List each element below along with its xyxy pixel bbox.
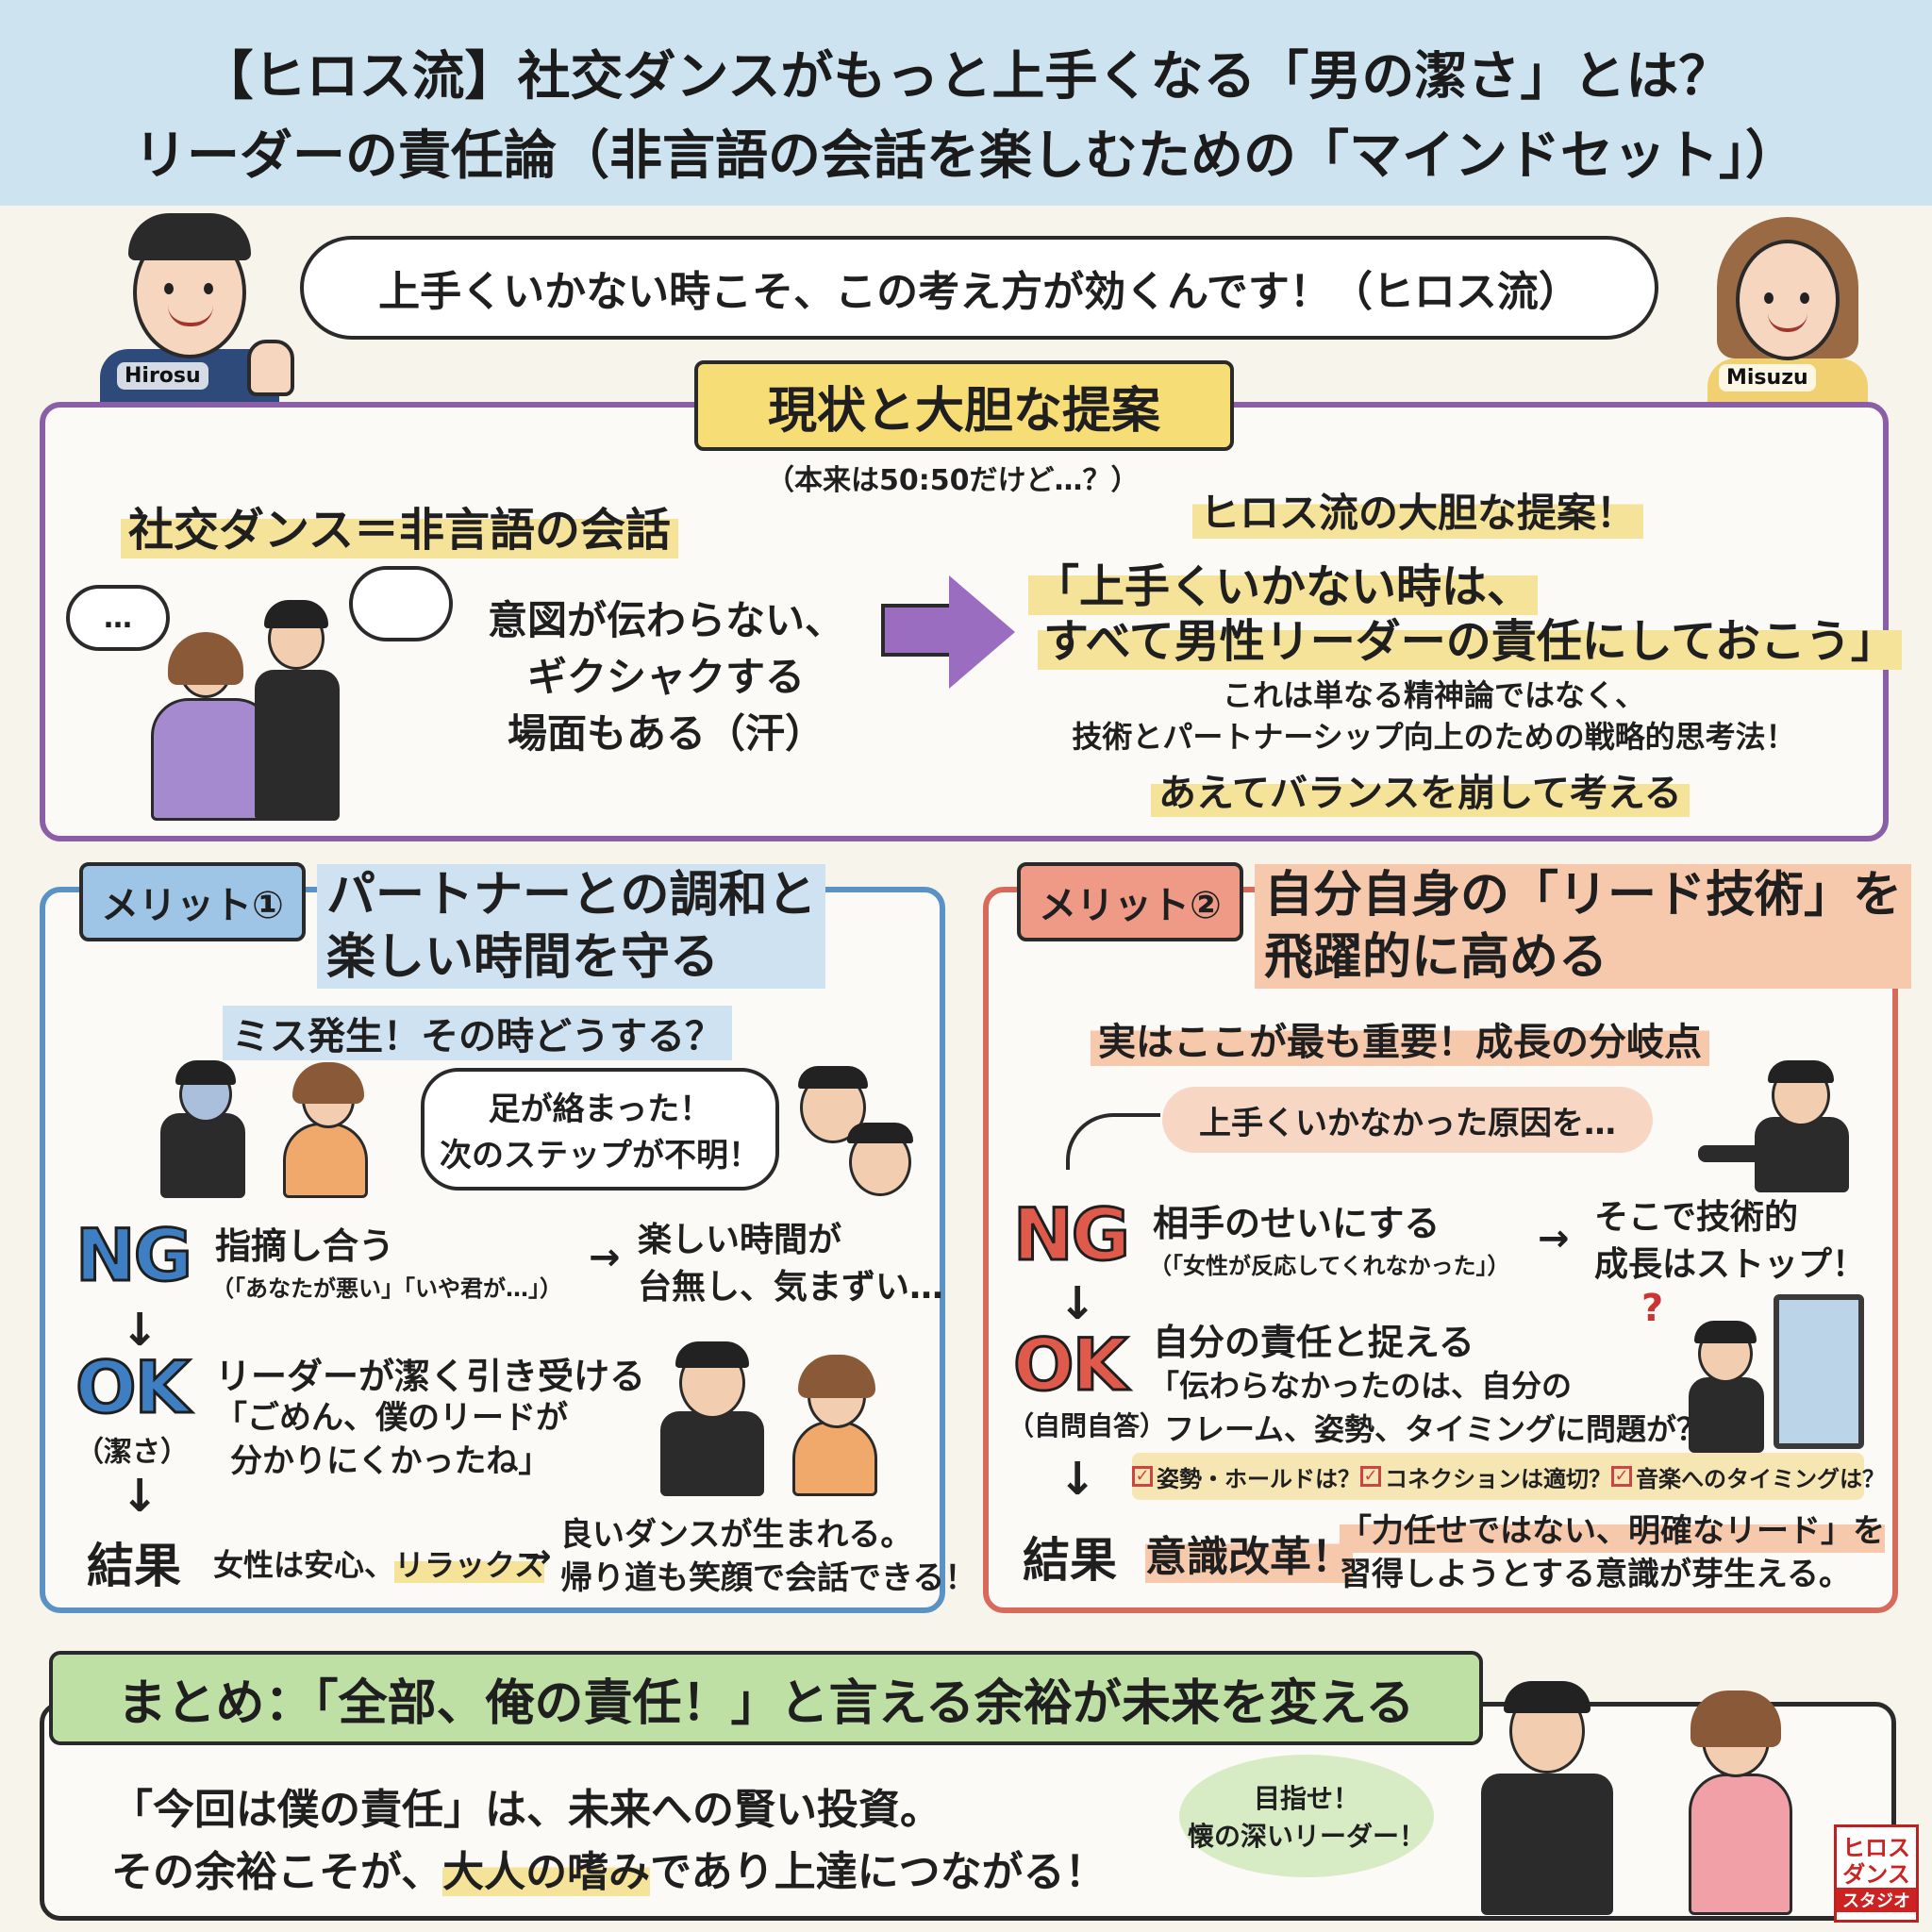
merit2-ng-title: 相手のせいにする xyxy=(1153,1203,1441,1244)
merit1-ng-result: 楽しい時間が 台無し、気まずい… xyxy=(638,1221,944,1307)
merit1-ng-title: 指摘し合う xyxy=(215,1225,395,1267)
check-item-connection: ✓コネクションは適切？ xyxy=(1360,1460,1611,1493)
merit2-ng-quote: （「女性が反応してくれなかった」） xyxy=(1149,1253,1510,1279)
merit2-result-text: 「力任せではない、明確なリード」を 習得しようとする意識が芽生える。 xyxy=(1340,1509,1885,1596)
right-heading: ヒロス流の大胆な提案！ xyxy=(1192,481,1644,539)
apologizing-couple-illustration xyxy=(651,1336,906,1496)
merit1-result-pre: 女性は安心、リラックス xyxy=(213,1547,545,1583)
merit2-ok-sub: （自問自答） xyxy=(1008,1410,1167,1441)
merit1-ok-sub: （潔さ） xyxy=(75,1436,189,1469)
studio-logo: ヒロス ダンス スタジオ xyxy=(1834,1824,1919,1923)
pointing-man-illustration xyxy=(1698,1060,1868,1192)
merit1-question: ミス発生！その時どうする？ xyxy=(223,1006,732,1060)
thought-bubble-dots: … xyxy=(66,585,170,651)
question-mark-icon: ? xyxy=(1641,1287,1664,1330)
panel-label-current-proposal: 現状と大胆な提案 xyxy=(694,360,1234,451)
merit1-result-text: 良いダンスが生まれる。 帰り道も笑顔で会話できる！ xyxy=(560,1516,977,1597)
checkbox-icon: ✓ xyxy=(1132,1466,1153,1487)
merit2-down-arrow-1: ↓ xyxy=(1058,1277,1097,1330)
merit1-tag: メリット① xyxy=(79,862,306,941)
speech-text: 上手くいかない時こそ、この考え方が効くんです！（ヒロス流） xyxy=(378,268,1580,316)
merit2-checklist: ✓姿勢・ホールドは？ ✓コネクションは適切？ ✓音楽へのタイミングは？ xyxy=(1132,1453,1885,1500)
merit2-down-arrow-2: ↓ xyxy=(1058,1453,1097,1506)
merit1-ok-label: OK xyxy=(75,1344,192,1431)
thought-bubble-confused xyxy=(349,566,453,641)
thinking-man-illustration xyxy=(1679,1321,1774,1453)
explain-line2: 技術とパートナーシップ向上のための戦略的思考法！ xyxy=(1072,719,1796,755)
mirror-icon xyxy=(1774,1294,1864,1449)
merit2-title: 自分自身の「リード技術」を 飛躍的に高める xyxy=(1255,864,1912,989)
merit1-ng-arrow: → xyxy=(589,1236,621,1279)
merit2-ok-quote: 「伝わらなかったのは、自分の フレーム、姿勢、タイミングに問題が？」 xyxy=(1149,1368,1738,1447)
header-banner: 【ヒロス流】社交ダンスがもっと上手くなる「男の潔さ」とは？ リーダーの責任論（非… xyxy=(0,0,1932,206)
merit1-ok-title: リーダーが潔く引き受ける xyxy=(215,1356,646,1397)
merit2-ng-result: そこで技術的 成長はストップ！ xyxy=(1594,1198,1867,1284)
speech-bubble: 上手くいかない時こそ、この考え方が効くんです！（ヒロス流） xyxy=(300,236,1658,340)
left-heading: 社交ダンス＝非言語の会話 xyxy=(121,492,679,558)
merit2-result-label: 結果 xyxy=(1023,1533,1117,1588)
merit2-subheading: 実はここが最も重要！成長の分岐点 xyxy=(1091,1011,1709,1066)
merit1-ng-label: NG xyxy=(75,1212,194,1299)
closing-line: あえてバランスを崩して考える xyxy=(1151,762,1690,817)
left-description: 意図が伝わらない、 ギクシャクする 場面もある（汗） xyxy=(487,597,844,757)
merit2-tag: メリット② xyxy=(1017,862,1243,941)
merit1-title: パートナーとの調和と 楽しい時間を守る xyxy=(317,864,826,989)
merit2-ng-arrow: → xyxy=(1538,1217,1570,1260)
checkbox-icon: ✓ xyxy=(1360,1466,1381,1487)
merit1-result-label: 結果 xyxy=(87,1539,181,1593)
avatar-misuzu: Misuzu xyxy=(1689,208,1887,406)
merit2-ok-label: OK xyxy=(1012,1322,1129,1408)
arrow-right-head-icon xyxy=(949,575,1015,689)
proposal-line2: すべて男性リーダーの責任にしておこう」 xyxy=(1038,604,1902,670)
tangled-couple-illustration xyxy=(142,1057,406,1198)
merit1-result-arrow: → xyxy=(525,1538,552,1575)
merit1-ok-quote: 「ごめん、僕のリードが 分かりにくかったね」 xyxy=(215,1399,568,1480)
check-item-timing: ✓音楽へのタイミングは？ xyxy=(1611,1460,1885,1493)
explain-line1: これは単なる精神論ではなく、 xyxy=(1222,677,1645,713)
checkbox-icon: ✓ xyxy=(1611,1466,1632,1487)
page-title-line2: リーダーの責任論（非言語の会話を楽しむための「マインドセット」） xyxy=(134,125,1798,187)
merit1-down-arrow-1: ↓ xyxy=(121,1304,159,1357)
dancing-couple-illustration: … xyxy=(66,566,453,821)
arrow-right-icon xyxy=(881,604,953,657)
merit1-down-arrow-2: ↓ xyxy=(121,1470,159,1523)
summary-line2: その余裕こそが、大人の嗜みであり上達につながる！ xyxy=(111,1848,1107,1896)
check-item-posture: ✓姿勢・ホールドは？ xyxy=(1132,1460,1360,1493)
happy-couple-illustration xyxy=(1472,1660,1830,1915)
merit2-ok-title: 自分の責任と捉える xyxy=(1153,1322,1474,1363)
avatar-name-left: Hirosu xyxy=(117,362,208,390)
merit2-result-highlight: 意識改革！ xyxy=(1145,1523,1353,1583)
avatar-name-right: Misuzu xyxy=(1719,364,1816,391)
summary-title: まとめ：「全部、俺の責任！」と言える余裕が未来を変える xyxy=(49,1651,1483,1745)
page-title-line1: 【ヒロス流】社交ダンスがもっと上手くなる「男の潔さ」とは？ xyxy=(200,46,1732,108)
merit2-bubble: 上手くいかなかった原因を… xyxy=(1162,1087,1653,1153)
goal-badge: 目指せ！ 懐の深いリーダー！ xyxy=(1179,1755,1434,1877)
ratio-note: （本来は50:50だけど…？） xyxy=(766,464,1140,497)
summary-line1: 「今回は僕の責任」は、未来への賢い投資。 xyxy=(111,1786,941,1834)
merit1-speech-bubble: 足が絡まった！ 次のステップが不明！ xyxy=(421,1068,779,1191)
merit1-ng-quote: （「あなたが悪い」「いや君が…」） xyxy=(211,1275,562,1302)
merit2-ng-label: NG xyxy=(1012,1191,1132,1278)
waving-hand-icon xyxy=(247,340,294,396)
